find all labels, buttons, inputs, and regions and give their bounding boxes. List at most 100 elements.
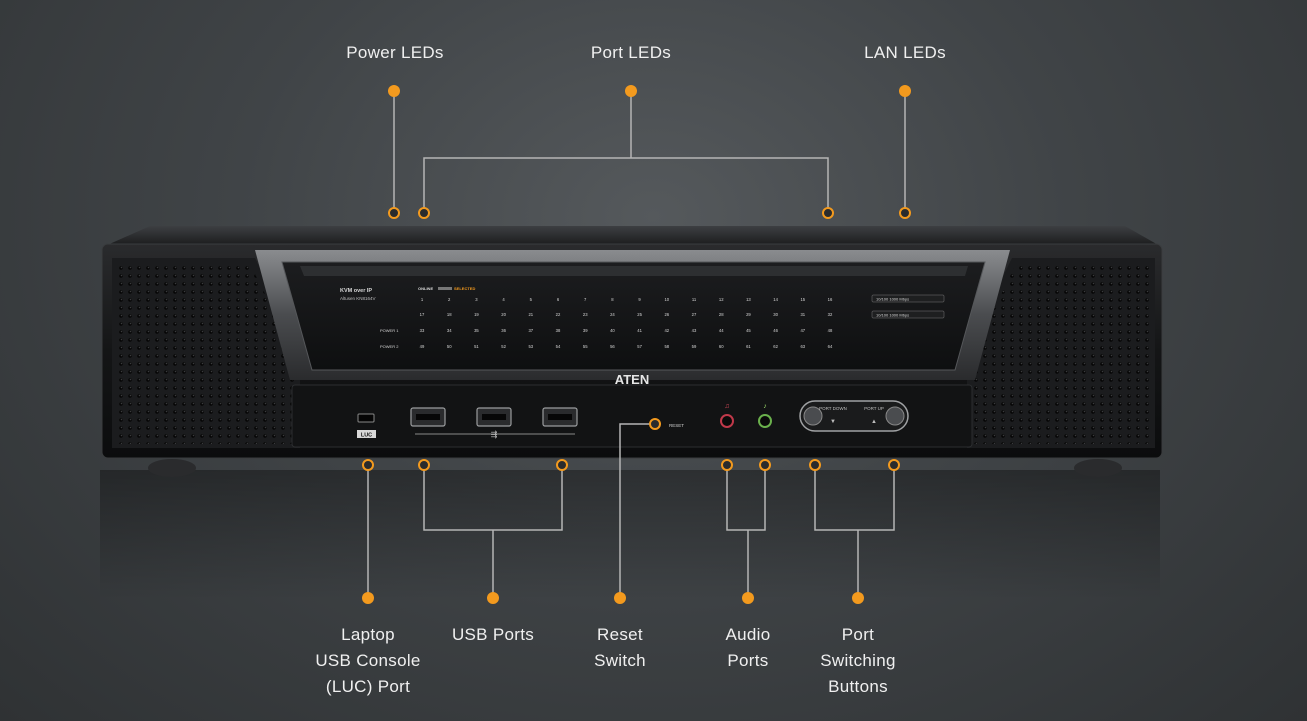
port-led-49: 49 — [420, 344, 425, 349]
port-led-30: 30 — [773, 312, 778, 317]
port-led-17: 17 — [420, 312, 425, 317]
port-led-59: 59 — [692, 344, 697, 349]
ring-switch-right — [888, 459, 900, 471]
label-switch-line3: Buttons — [828, 677, 888, 696]
port-led-9: 9 — [638, 297, 641, 302]
luc-badge — [357, 430, 376, 438]
audio-port-in[interactable] — [758, 414, 772, 428]
dot-port-leds — [625, 85, 637, 97]
label-port-switching: Port Switching Buttons — [798, 622, 918, 700]
port-led-24: 24 — [610, 312, 615, 317]
port-led-50: 50 — [447, 344, 452, 349]
luc-port[interactable] — [357, 413, 375, 423]
audio-port-out[interactable] — [720, 414, 734, 428]
dot-audio-ports — [742, 592, 754, 604]
ring-usb-left — [418, 459, 430, 471]
port-led-25: 25 — [637, 312, 642, 317]
ring-reset — [649, 418, 661, 430]
leader-reset — [619, 423, 651, 598]
label-luc-port: Laptop USB Console (LUC) Port — [288, 622, 448, 700]
port-led-32: 32 — [828, 312, 833, 317]
port-led-33: 33 — [420, 328, 425, 333]
led-panel — [281, 261, 986, 371]
port-led-44: 44 — [719, 328, 724, 333]
port-led-26: 26 — [664, 312, 669, 317]
port-down-label: PORT DOWN — [819, 406, 847, 411]
port-led-60: 60 — [719, 344, 724, 349]
port-led-18: 18 — [447, 312, 452, 317]
floor-reflection — [100, 470, 1160, 600]
port-led-11: 11 — [692, 297, 697, 302]
brand-logo: ATEN — [615, 372, 649, 387]
label-dots — [362, 85, 911, 604]
port-led-62: 62 — [773, 344, 778, 349]
port-led-52: 52 — [501, 344, 506, 349]
port-led-43: 43 — [692, 328, 697, 333]
ring-lan-leds — [899, 207, 911, 219]
port-led-29: 29 — [746, 312, 751, 317]
label-audio-ports: Audio Ports — [698, 622, 798, 674]
device-foot-right — [1074, 459, 1122, 477]
port-led-38: 38 — [556, 328, 561, 333]
online-label: ONLINE — [418, 286, 433, 291]
port-led-23: 23 — [583, 312, 588, 317]
port-led-57: 57 — [637, 344, 642, 349]
port-led-15: 15 — [800, 297, 805, 302]
mic-icon: ♪ — [763, 403, 767, 410]
port-led-22: 22 — [556, 312, 561, 317]
label-reset-line1: Reset — [597, 625, 643, 644]
port-led-64: 64 — [828, 344, 833, 349]
port-led-2: 2 — [448, 297, 451, 302]
reset-label: RESET — [669, 423, 684, 428]
port-led-28: 28 — [719, 312, 724, 317]
port-led-10: 10 — [664, 297, 669, 302]
dot-luc-port — [362, 592, 374, 604]
usb-port-3-slot — [548, 414, 572, 420]
power2-label: POWER 2 — [380, 344, 399, 349]
port-led-16: 16 — [828, 297, 833, 302]
leader-switch-bracket — [814, 470, 895, 531]
port-up-button[interactable] — [885, 406, 905, 426]
luc-label: LUC — [361, 433, 372, 439]
port-led-58: 58 — [664, 344, 669, 349]
grill-right-dots — [973, 264, 1150, 444]
port-led-48: 48 — [828, 328, 833, 333]
label-power-leds: Power LEDs — [346, 43, 444, 62]
label-switch-line2: Switching — [820, 651, 896, 670]
online-indicator — [438, 287, 452, 290]
port-led-20: 20 — [501, 312, 506, 317]
port-led-13: 13 — [746, 297, 751, 302]
headphone-icon: ♫ — [724, 403, 729, 410]
ring-audio-left — [721, 459, 733, 471]
ring-switch-left — [809, 459, 821, 471]
leader-audio-bracket — [726, 470, 766, 531]
label-usb-ports: USB Ports — [451, 625, 535, 644]
leader-lines — [367, 91, 906, 598]
port-led-63: 63 — [800, 344, 805, 349]
lan2-label: 10/100 1000 Mbps — [876, 313, 909, 318]
usb-icon: ⇶ — [491, 430, 498, 439]
ring-luc-port — [362, 459, 374, 471]
port-led-47: 47 — [800, 328, 805, 333]
label-reset-line2: Switch — [594, 651, 646, 670]
port-led-27: 27 — [692, 312, 697, 317]
dot-lan-leds — [899, 85, 911, 97]
label-luc-line2: USB Console — [315, 651, 421, 670]
target-rings — [362, 207, 911, 471]
port-up-arrow-icon: ▲ — [871, 419, 877, 425]
port-down-button[interactable] — [803, 406, 823, 426]
port-led-14: 14 — [773, 297, 778, 302]
port-led-42: 42 — [664, 328, 669, 333]
grill-left-dots — [118, 264, 294, 444]
port-led-61: 61 — [746, 344, 751, 349]
label-audio-line2: Ports — [727, 651, 769, 670]
ring-usb-right — [556, 459, 568, 471]
label-lan-leds: LAN LEDs — [864, 43, 946, 62]
port-led-37: 37 — [528, 328, 533, 333]
port-led-55: 55 — [583, 344, 588, 349]
port-led-34: 34 — [447, 328, 452, 333]
lan1-badge — [871, 294, 945, 303]
port-led-4: 4 — [502, 297, 505, 302]
